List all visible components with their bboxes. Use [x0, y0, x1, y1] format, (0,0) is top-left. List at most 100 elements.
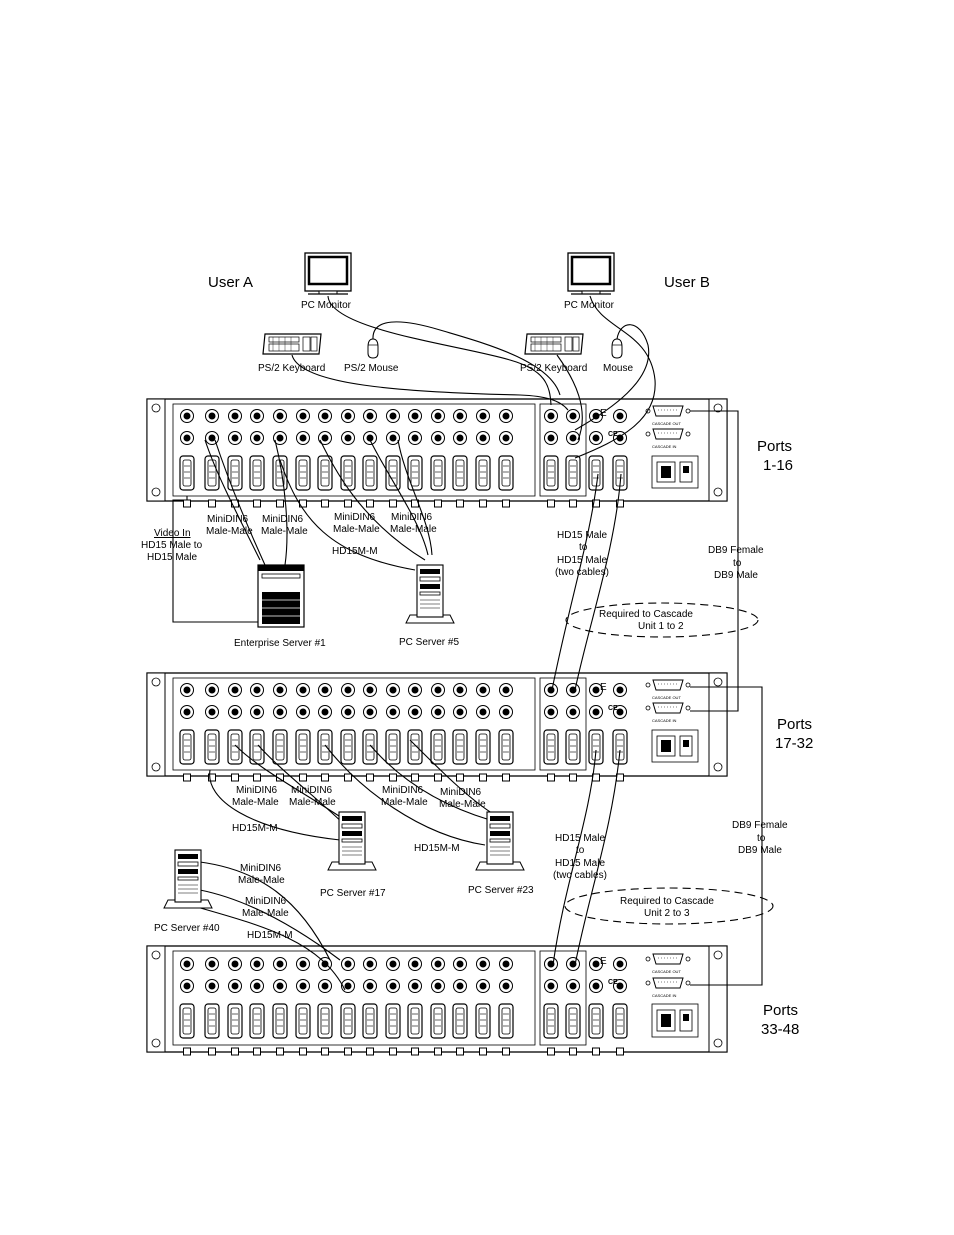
cascade-2-hd15-line3: HD15 Male [555, 858, 605, 869]
u1-minidin-c-line2: Male-Male [333, 524, 380, 535]
unit-2-ports-label-line2: 17-32 [775, 735, 813, 752]
u2-minidin-c-line1: MiniDIN6 [382, 785, 424, 796]
unit-1-ports-label-line2: 1-16 [763, 457, 793, 474]
user-b-keyboard-icon [524, 333, 584, 355]
pc-server-5-label: PC Server #5 [399, 637, 459, 648]
cascade-1-required-ellipse [565, 602, 759, 638]
unit-3-ports-label-line1: Ports [763, 1002, 798, 1019]
u3-hd15m-label: HD15M-M [247, 930, 293, 941]
cascade-1-required-line2: Unit 1 to 2 [638, 621, 684, 632]
pc-server-40-icon [163, 849, 213, 909]
cascade-2-db9-line2: to [757, 833, 766, 844]
power-module-unit-2 [651, 729, 699, 763]
pc-server-17-icon [327, 811, 377, 871]
cascade-2-to-3-cables [552, 686, 763, 986]
user-a-keyboard-label: PS/2 Keyboard [258, 363, 325, 374]
ce-mark-unit-3: CE [608, 979, 618, 986]
video-in-cable-line2: HD15 Male [147, 552, 197, 563]
cascade-2-required-ellipse [564, 887, 774, 925]
brand-logo-unit-3: E [600, 956, 607, 967]
kvm-unit-2: E CE CASCADE OUT CASCADE IN [146, 672, 728, 782]
video-in-label: Video In [154, 528, 191, 539]
u3-minidin-b-line1: MiniDIN6 [245, 896, 287, 907]
user-a-mouse-icon [367, 338, 379, 359]
u2-minidin-c-line2: Male-Male [381, 797, 428, 808]
unit-3-server-cables [189, 861, 346, 991]
u2-minidin-b-line1: MiniDIN6 [291, 785, 333, 796]
ce-mark-unit-2: CE [608, 705, 618, 712]
brand-logo-unit-1: E [600, 408, 607, 419]
u2-hd15m-a-label: HD15M-M [232, 823, 278, 834]
user-b-title: User B [664, 274, 710, 291]
enterprise-server-1-label: Enterprise Server #1 [234, 638, 326, 649]
u1-minidin-b-line2: Male-Male [261, 526, 308, 537]
u1-minidin-a-line2: Male-Male [206, 526, 253, 537]
cascade-2-db9-line1: DB9 Female [732, 820, 788, 831]
u2-minidin-a-line2: Male-Male [232, 797, 279, 808]
u2-hd15m-b-label: HD15M-M [414, 843, 460, 854]
u1-hd15m-label: HD15M-M [332, 546, 378, 557]
cascade-1-hd15-line4: (two cables) [555, 567, 609, 578]
pc-server-17-label: PC Server #17 [320, 888, 386, 899]
kvm-unit-3: E CE CASCADE OUT CASCADE IN [146, 945, 728, 1056]
cascade-1-db9-line3: DB9 Male [714, 570, 758, 581]
cascade-in-label-unit-1: CASCADE IN [652, 444, 677, 449]
cascade-out-label-unit-2: CASCADE OUT [652, 695, 681, 700]
pc-server-23-icon [475, 811, 525, 871]
unit-1-server-cables [172, 439, 433, 623]
unit-3-ports-label-line2: 33-48 [761, 1021, 799, 1038]
u1-minidin-d-line1: MiniDIN6 [391, 512, 433, 523]
user-a-monitor-label: PC Monitor [301, 300, 352, 311]
video-in-cable-line1: HD15 Male to [141, 540, 203, 551]
cascade-1-db9-line1: DB9 Female [708, 545, 764, 556]
u3-minidin-a-line2: Male-Male [238, 875, 285, 886]
cascade-2-db9-line3: DB9 Male [738, 845, 782, 856]
user-a-title: User A [208, 274, 253, 291]
enterprise-server-1-icon [257, 564, 305, 628]
u2-minidin-b-line2: Male-Male [289, 797, 336, 808]
kvm-unit-1: E CE CASCADE OUT CASCADE IN [146, 398, 728, 508]
u1-minidin-c-line1: MiniDIN6 [334, 512, 376, 523]
u3-minidin-b-line2: Male-Male [242, 908, 289, 919]
pc-server-40-label: PC Server #40 [154, 923, 220, 934]
u1-minidin-d-line2: Male-Male [390, 524, 437, 535]
user-b-monitor-label: PC Monitor [564, 300, 615, 311]
cascade-1-required-line1: Required to Cascade [599, 609, 693, 620]
u1-minidin-a-line1: MiniDIN6 [207, 514, 249, 525]
u2-minidin-d-line2: Male-Male [439, 799, 486, 810]
cascade-in-label-unit-3: CASCADE IN [652, 993, 677, 998]
cascade-2-required-line2: Unit 2 to 3 [644, 908, 690, 919]
cascade-1-hd15-line2: to [579, 542, 588, 553]
user-a-mouse-label: PS/2 Mouse [344, 363, 399, 374]
cascade-1-db9-line2: to [733, 558, 742, 569]
unit-2-ports-label-line1: Ports [777, 716, 812, 733]
user-b-mouse-label: Mouse [603, 363, 633, 374]
cascade-2-hd15-line4: (two cables) [553, 870, 607, 881]
cascade-out-label-unit-3: CASCADE OUT [652, 969, 681, 974]
pc-server-23-label: PC Server #23 [468, 885, 534, 896]
user-cables [291, 295, 656, 459]
unit-2-server-cables [209, 739, 496, 846]
cascade-2-required-line1: Required to Cascade [620, 896, 714, 907]
cascade-2-hd15-line1: HD15 Male [555, 833, 605, 844]
u2-minidin-a-line1: MiniDIN6 [236, 785, 278, 796]
pc-server-5-icon [405, 564, 455, 624]
cascade-1-hd15-line3: HD15 Male [557, 555, 607, 566]
user-a-monitor-icon [303, 251, 353, 296]
cascade-out-label-unit-1: CASCADE OUT [652, 421, 681, 426]
u3-minidin-a-line1: MiniDIN6 [240, 863, 282, 874]
cascade-2-hd15-line2: to [576, 845, 585, 856]
u2-minidin-d-line1: MiniDIN6 [440, 787, 482, 798]
brand-logo-unit-2: E [600, 682, 607, 693]
user-b-keyboard-label: PS/2 Keyboard [520, 363, 587, 374]
user-a-keyboard-icon [262, 333, 322, 355]
user-b-mouse-icon [611, 338, 623, 359]
cascade-in-label-unit-2: CASCADE IN [652, 718, 677, 723]
power-module-unit-3 [651, 1003, 699, 1038]
u1-minidin-b-line1: MiniDIN6 [262, 514, 304, 525]
user-b-monitor-icon [566, 251, 616, 296]
cascade-1-hd15-line1: HD15 Male [557, 530, 607, 541]
unit-1-ports-label-line1: Ports [757, 438, 792, 455]
power-module-unit-1 [651, 455, 699, 489]
